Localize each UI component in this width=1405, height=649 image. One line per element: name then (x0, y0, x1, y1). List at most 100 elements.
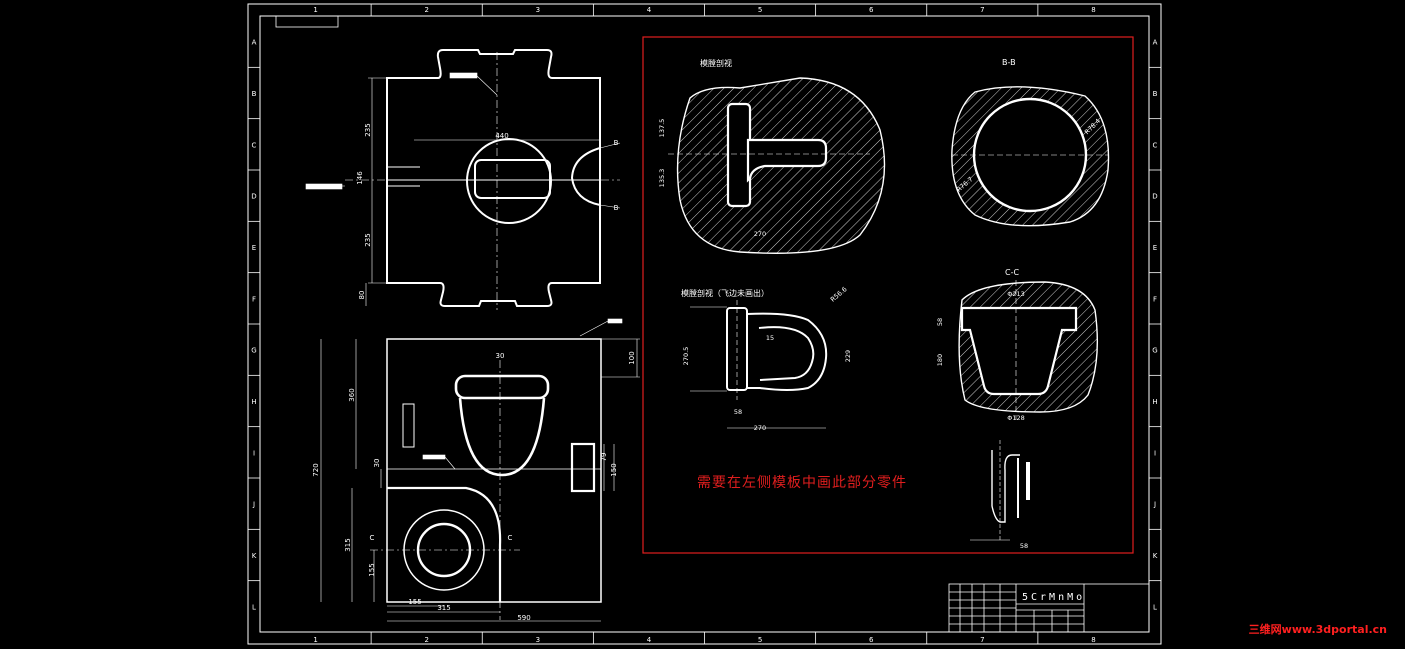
dimension-value: 30 (373, 459, 381, 468)
dimension-value: 80 (358, 291, 366, 300)
row-label: D (251, 193, 256, 201)
section-cc-title: C-C (1005, 268, 1020, 277)
dimension-value: 30 (496, 352, 505, 360)
column-label: 3 (536, 636, 540, 644)
row-label: K (1153, 552, 1158, 560)
dimension-value: 58 (734, 408, 742, 416)
row-label: E (252, 244, 256, 252)
dimension-value: Φ128 (1007, 414, 1025, 422)
dimension-value: 270 (754, 230, 766, 238)
dimension-value: 270 (754, 424, 766, 432)
section-marker: B (614, 204, 619, 212)
highlight-frame (642, 36, 1134, 554)
row-label: L (252, 603, 256, 611)
row-label: E (1153, 244, 1157, 252)
column-labels-top: 1 2 3 4 5 6 7 8 (313, 4, 1096, 644)
dimension-value: 590 (517, 614, 530, 622)
top-view (386, 49, 601, 307)
row-label: J (252, 501, 255, 509)
section-bb (951, 86, 1110, 227)
row-label: A (252, 39, 257, 47)
instruction-note: 需要在左侧模板中画此部分零件 (697, 475, 907, 491)
row-label: A (1153, 39, 1158, 47)
section-marker: C (370, 534, 375, 542)
dimension-value: Φ213 (1007, 290, 1025, 298)
dimension-value: 155 (368, 563, 376, 576)
section-marker: B (614, 139, 619, 147)
column-label: 1 (313, 636, 317, 644)
column-label: 6 (869, 636, 874, 644)
column-label: 2 (424, 6, 428, 14)
dimension-value: R56.6 (829, 285, 849, 303)
column-label: 3 (536, 6, 540, 14)
row-label: I (1154, 449, 1156, 457)
dimension-value: 135.3 (658, 169, 666, 188)
column-label: 2 (424, 636, 428, 644)
row-label: H (251, 398, 256, 406)
row-labels-left: A B C D E F G H I J K L (248, 39, 1161, 611)
bottom-view-centerlines (370, 360, 520, 620)
dimension-value: 150 (610, 463, 618, 476)
section-detail-mid (690, 300, 828, 429)
dimension-value: 79 (600, 453, 608, 462)
title-block (948, 583, 1150, 633)
row-label: G (251, 347, 256, 355)
column-label: 8 (1091, 6, 1095, 14)
column-label: 8 (1091, 636, 1095, 644)
row-label: F (1153, 295, 1157, 303)
column-label: 6 (869, 6, 874, 14)
row-label: H (1152, 398, 1157, 406)
dimension-value: 229 (844, 350, 852, 362)
dimension-value: 100 (628, 351, 636, 364)
bottom-view (386, 338, 602, 603)
column-label: 5 (758, 636, 762, 644)
section-detail-top (668, 77, 886, 254)
dimension-value: 270.5 (682, 347, 690, 366)
bottom-view-dimension-lines (320, 318, 640, 622)
small-sketch (970, 440, 1030, 541)
row-label: F (252, 295, 256, 303)
column-label: 7 (980, 636, 984, 644)
dimension-value: 235 (364, 233, 372, 246)
row-label: B (1153, 90, 1158, 98)
column-label: 1 (313, 6, 317, 14)
row-label: G (1152, 347, 1157, 355)
detail-top-title: 模膛剖视 (700, 59, 732, 68)
row-label: C (1153, 141, 1158, 149)
site-watermark: 三维网www.3dportal.cn (1248, 623, 1387, 636)
row-label: I (253, 449, 255, 457)
dimension-value: 58 (936, 318, 944, 326)
dimension-value: 155 (408, 598, 421, 606)
row-label: L (1153, 603, 1157, 611)
dimension-value: 58 (1020, 542, 1028, 550)
section-marker: C (508, 534, 513, 542)
corner-box (275, 15, 339, 28)
material-label: 5CrMnMo (1022, 592, 1086, 603)
dimension-value: 146 (356, 171, 364, 185)
dimension-value: 440 (495, 132, 508, 140)
dimension-value: 137.5 (658, 119, 666, 138)
column-label: 5 (758, 6, 762, 14)
column-label: 4 (647, 636, 652, 644)
dimension-value: 15 (766, 334, 774, 342)
dimension-value: 315 (437, 604, 450, 612)
column-label: 7 (980, 6, 984, 14)
row-label: K (252, 552, 257, 560)
top-view-dimension-lines (305, 72, 621, 306)
dimension-value: 360 (348, 388, 356, 401)
column-label: 4 (647, 6, 652, 14)
dimension-value: 720 (312, 463, 320, 476)
row-label: C (252, 141, 257, 149)
detail-mid-title: 模膛剖视（飞边未画出） (681, 289, 769, 298)
row-label: D (1152, 193, 1157, 201)
dimension-value: 235 (364, 123, 372, 136)
section-bb-title: B-B (1002, 58, 1016, 67)
dimension-value: 180 (936, 354, 944, 366)
dimension-value: 315 (344, 538, 352, 551)
section-cc (958, 280, 1099, 420)
row-label: B (252, 90, 257, 98)
